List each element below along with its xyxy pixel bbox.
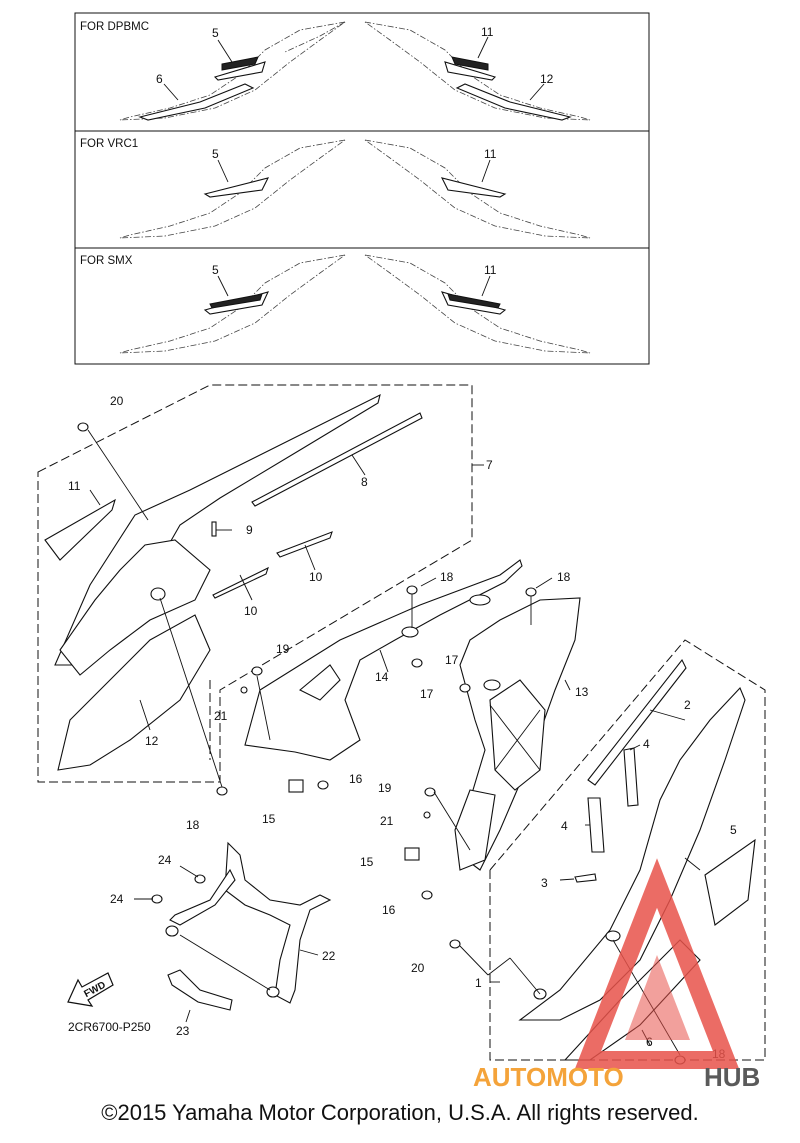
callout-9: 9 [246,523,253,537]
callout-12: 12 [145,734,159,748]
assembly-2: 2 4 4 5 3 1 20 6 18 [411,639,766,1065]
variant-label: FOR VRC1 [80,138,138,150]
callout-3: 3 [541,876,548,890]
fwd-label: FWD [82,980,107,1000]
variant-row-smx: FOR SMX 5 11 [80,254,591,354]
assembly-7: 20 11 9 8 7 10 10 12 18 [37,384,493,832]
watermark-logo: AUTOMOTO HUB [473,858,760,1092]
callout-8: 8 [361,475,368,489]
watermark-text: AUTOMOTO [473,1062,624,1092]
callout-4: 4 [561,819,568,833]
callout-17: 17 [445,653,459,667]
variant-row-vrc1: FOR VRC1 5 11 [80,138,591,239]
decal-11 [44,498,116,561]
callout-20: 20 [110,394,124,408]
callout-4: 4 [643,737,650,751]
variant-label: FOR SMX [80,255,133,267]
callout-17: 17 [420,687,434,701]
stripe-2 [587,658,687,786]
callout-19: 19 [276,642,290,656]
callout-20: 20 [411,961,425,975]
variant-box [74,12,650,365]
hose-23 [167,969,233,1011]
decal-5 [704,838,756,926]
callout-14: 14 [375,670,389,684]
callout-6: 6 [646,1035,653,1049]
callout-21: 21 [214,709,228,723]
callout-12: 12 [540,72,554,86]
callout-1: 1 [475,976,482,990]
callout-19: 19 [378,781,392,795]
variant-row-dpbmc: FOR DPBMC 5 6 11 12 [80,21,591,121]
callout-5: 5 [212,263,219,277]
callout-22: 22 [322,949,336,963]
copyright-notice: ©2015 Yamaha Motor Corporation, U.S.A. A… [101,1100,699,1125]
callout-11: 11 [481,25,494,39]
callout-10: 10 [244,604,258,618]
diagram-code: 2CR6700-P250 [68,1020,151,1034]
assembly-22-23-24: 24 24 22 23 [110,841,336,1038]
callout-11: 11 [484,147,497,161]
callout-21: 21 [380,814,394,828]
callout-18: 18 [557,570,571,584]
callout-18: 18 [440,570,454,584]
callout-5: 5 [212,147,219,161]
callout-5: 5 [212,26,219,40]
callout-5: 5 [730,823,737,837]
callout-11: 11 [68,479,81,493]
callout-11: 11 [484,263,497,277]
stripe-8 [251,412,423,507]
callout-16: 16 [382,903,396,917]
watermark-text: HUB [704,1062,760,1092]
callout-13: 13 [575,685,589,699]
callout-6: 6 [156,72,163,86]
callout-10: 10 [309,570,323,584]
callout-16: 16 [349,772,363,786]
callout-2: 2 [684,698,691,712]
callout-23: 23 [176,1024,190,1038]
assembly-13-14: 18 18 17 17 14 13 19 21 15 16 19 21 15 1… [209,559,589,917]
fwd-arrow-icon: FWD [67,972,114,1007]
callout-24: 24 [158,853,172,867]
callout-15: 15 [262,812,276,826]
callout-18: 18 [186,818,200,832]
callout-24: 24 [110,892,124,906]
callout-15: 15 [360,855,374,869]
variant-label: FOR DPBMC [80,21,149,33]
callout-7: 7 [486,458,493,472]
